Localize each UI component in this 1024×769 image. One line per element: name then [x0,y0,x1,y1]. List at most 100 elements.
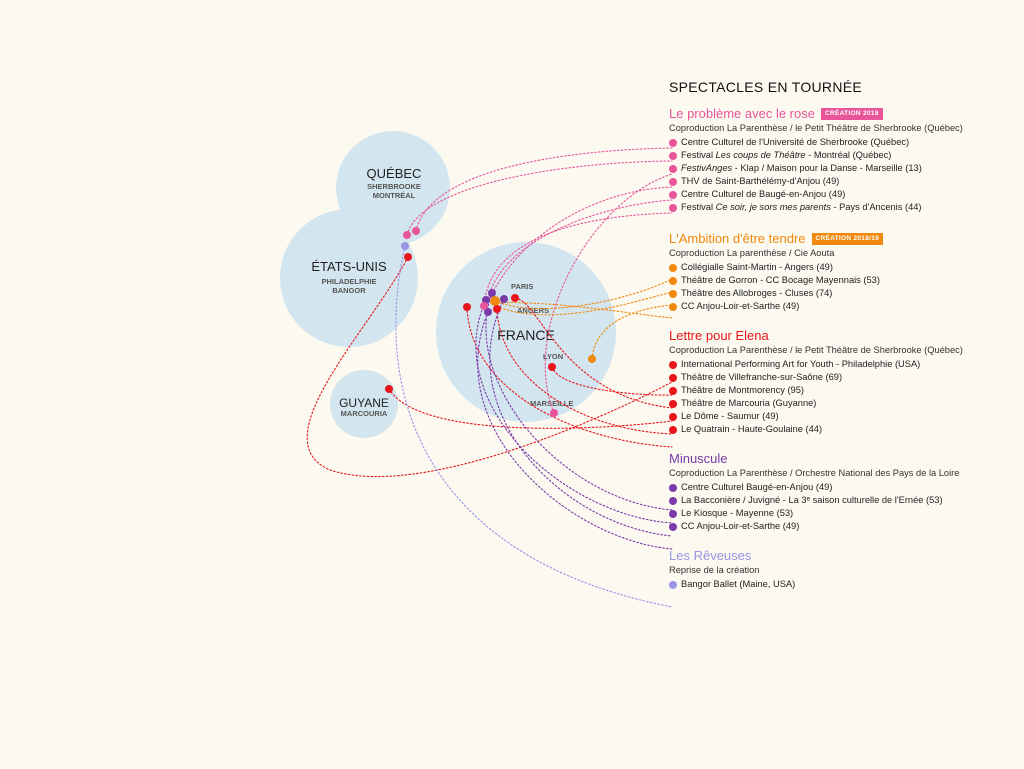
venue-text-suffix: - Klap / Maison pour la Danse - Marseill… [732,163,922,173]
city-label-paris: PARIS [511,282,533,291]
city-label-marcouria: MARCOURIA [341,409,388,418]
venue-label: CC Anjou-Loir-et-Sarthe (49) [681,520,799,533]
venue-label: La Bacconière / Juvigné - La 3ᵉ saison c… [681,494,943,507]
creation-badge: CRÉATION 2018 [820,108,883,120]
venue-item: Théâtre de Villefranche-sur-Saône (69) [669,371,1019,384]
venue-item: Centre Culturel de Baugé-en-Anjou (49) [669,188,1019,201]
venue-text: THV de Saint-Barthélémy-d'Anjou (49) [681,176,840,186]
venue-text: Centre Culturel de Baugé-en-Anjou (49) [681,189,846,199]
map-dot [403,231,411,239]
venue-text: Festival [681,150,716,160]
show-subtitle: Coproduction La parenthèse / Cie Aouta [669,248,835,258]
venue-label: Centre Culturel de l'Université de Sherb… [681,136,909,149]
venue-item: CC Anjou-Loir-et-Sarthe (49) [669,300,1019,313]
venue-text: Centre Culturel Baugé-en-Anjou (49) [681,482,833,492]
venue-item: Centre Culturel de l'Université de Sherb… [669,136,1019,149]
connections-minuscule [475,292,673,550]
tour-panel: SPECTACLES EN TOURNÉE Le problème avec l… [669,78,1019,591]
show-title: Minuscule [669,451,1019,467]
region-label-usa: ÉTATS-UNIS [311,259,387,274]
venue-text: Théâtre de Gorron - CC Bocage Mayennais … [681,275,880,285]
map-dot [500,295,508,303]
venue-item: FestivAnges - Klap / Maison pour la Dans… [669,162,1019,175]
region-label-quebec: QUÉBEC [367,166,422,181]
map-dot [385,385,393,393]
panel-title: SPECTACLES EN TOURNÉE [669,79,863,95]
venue-text: Théâtre des Allobroges - Cluses (74) [681,288,833,298]
venue-item: Festival Les coups de Théâtre - Montréal… [669,149,1019,162]
map-dot [401,242,409,250]
venue-list: Bangor Ballet (Maine, USA) [669,578,1019,591]
venue-event-name: FestivAnges [681,163,733,173]
venue-item: CC Anjou-Loir-et-Sarthe (49) [669,520,1019,533]
venue-label: Théâtre de Villefranche-sur-Saône (69) [681,371,842,384]
venue-label: FestivAnges - Klap / Maison pour la Dans… [681,162,922,175]
venue-item: Le Kiosque - Mayenne (53) [669,507,1019,520]
venue-text-suffix: - Pays d'Ancenis (44) [830,202,922,212]
show-title: Le problème avec le rose CRÉATION 2018 [669,106,1019,122]
city-label-sherbrooke: SHERBROOKE [367,182,421,191]
map-dot [404,253,412,261]
venue-label: International Performing Art for Youth -… [681,358,920,371]
map-dot [588,355,596,363]
map-dot [548,363,556,371]
venue-label: Théâtre des Allobroges - Cluses (74) [681,287,832,300]
city-label-lyon: LYON [543,352,563,361]
map-dot [490,296,500,306]
venue-dot [669,483,677,492]
venue-item: Le Dôme - Saumur (49) [669,410,1019,423]
show-title-text: Le problème avec le rose [669,106,815,121]
venue-item: La Bacconière / Juvigné - La 3ᵉ saison c… [669,494,1019,507]
connections-reveuses [395,245,673,608]
venue-dot [669,276,677,285]
venue-dot [669,177,677,186]
venue-event-name: Ce soir, je sors mes parents [715,202,831,212]
venue-text: CC Anjou-Loir-et-Sarthe (49) [681,301,800,311]
venue-label: Théâtre de Marcouria (Guyanne) [681,397,816,410]
venue-text: Théâtre de Villefranche-sur-Saône (69) [681,372,843,382]
venue-text-suffix: - Montréal (Québec) [805,150,892,160]
venue-item: THV de Saint-Barthélémy-d'Anjou (49) [669,175,1019,188]
venue-dot [669,151,677,160]
show-subtitle: Coproduction La Parenthèse / Orchestre N… [669,468,960,478]
venue-label: Théâtre de Montmorency (95) [681,384,804,397]
venue-text: Théâtre de Marcouria (Guyanne) [681,398,817,408]
map-dot [493,305,501,313]
venue-dot [669,580,677,589]
venue-item: Collégialle Saint-Martin - Angers (49) [669,261,1019,274]
venue-text: Le Kiosque - Mayenne (53) [681,508,794,518]
venue-text: Centre Culturel de l'Université de Sherb… [681,137,910,147]
venue-dot [669,425,677,434]
venue-dot [669,302,677,311]
venue-dot [669,399,677,408]
connections-rose [406,147,673,414]
venue-dot [669,509,677,518]
show-title-text: Minuscule [669,451,728,466]
venue-item: Théâtre de Gorron - CC Bocage Mayennais … [669,274,1019,287]
venue-list: Collégialle Saint-Martin - Angers (49)Th… [669,261,1019,313]
venue-dot [669,164,677,173]
map-dot [550,409,558,417]
show-title-text: Les Rêveuses [669,548,752,563]
venue-label: Le Quatrain - Haute-Goulaine (44) [681,423,822,436]
france-circle [436,242,616,422]
venue-list: International Performing Art for Youth -… [669,358,1019,436]
venue-item: Théâtre des Allobroges - Cluses (74) [669,287,1019,300]
venue-item: Centre Culturel Baugé-en-Anjou (49) [669,481,1019,494]
venue-text: Festival [681,202,716,212]
venue-label: Le Kiosque - Mayenne (53) [681,507,793,520]
connections-elena [306,256,673,478]
venue-item: Festival Ce soir, je sors mes parents - … [669,201,1019,214]
venue-event-name: Les coups de Théâtre [715,150,806,160]
region-label-guyane: GUYANE [339,396,389,410]
venue-dot [669,289,677,298]
venue-dot [669,190,677,199]
venue-label: Festival Les coups de Théâtre - Montréal… [681,149,891,162]
city-label-marseille: MARSEILLE [530,399,573,408]
map-dot [511,294,519,302]
